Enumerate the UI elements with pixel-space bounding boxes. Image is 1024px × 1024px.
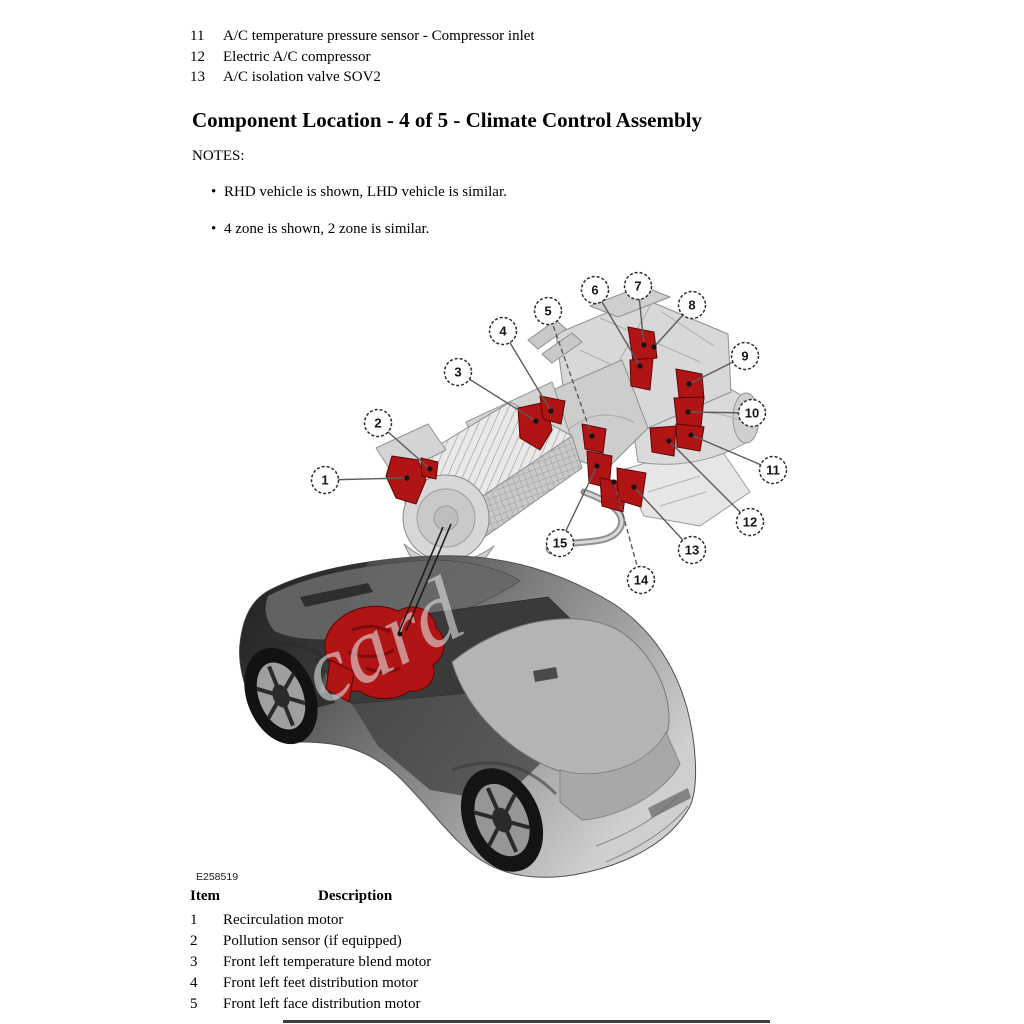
callout-4: 4 xyxy=(488,316,554,414)
callout-14: 14 xyxy=(611,479,656,595)
callout-6: 6 xyxy=(580,275,643,369)
callout-number: 11 xyxy=(766,463,780,478)
callout-number: 2 xyxy=(374,416,381,431)
item-number: 5 xyxy=(190,996,198,1012)
item-number: 4 xyxy=(190,975,198,991)
callout-number: 12 xyxy=(743,515,757,530)
callout-15: 15 xyxy=(545,463,600,558)
item-number: 11 xyxy=(190,28,205,44)
callout-8: 8 xyxy=(651,290,707,350)
component-table: Item Description 1 Recirculation motor 2 Po… xyxy=(190,886,431,1015)
item-description: Front left temperature blend motor xyxy=(223,954,432,970)
item-number: 1 xyxy=(190,912,198,928)
callout-number: 10 xyxy=(745,406,759,421)
callout-number: 13 xyxy=(685,543,699,558)
item-number: 3 xyxy=(190,954,198,970)
vehicle-illustration xyxy=(239,555,697,878)
callout-13: 13 xyxy=(631,484,707,565)
in-car-assembly-highlight xyxy=(324,605,445,699)
callout-number: 6 xyxy=(591,283,598,298)
callout-number: 8 xyxy=(688,298,695,313)
watermark-text: card xyxy=(285,557,479,723)
callout-number: 3 xyxy=(454,365,461,380)
callout-7: 7 xyxy=(623,271,653,348)
table-row: 3 Front left temperature blend motor xyxy=(190,952,431,973)
item-number: 13 xyxy=(190,69,205,86)
bullet-marker: • xyxy=(211,221,217,237)
figure-code: E258519 xyxy=(196,871,239,883)
item-description: Electric A/C compressor xyxy=(223,48,371,65)
callout-3: 3 xyxy=(443,357,539,424)
note-item: • 4 zone is shown, 2 zone is similar. xyxy=(211,219,507,239)
callout-number: 14 xyxy=(634,573,649,588)
callout-9: 9 xyxy=(686,341,760,387)
table-body: 1 Recirculation motor 2 Pollution sensor (i… xyxy=(190,910,431,1015)
list-item: 11 A/C temperature pressure sensor - Comp… xyxy=(190,26,535,47)
table-row: 1 Recirculation motor xyxy=(190,910,431,931)
item-number: 12 xyxy=(190,48,205,65)
assembly-to-car-leaders xyxy=(397,523,452,637)
table-row: 4 Front left feet distribution motor xyxy=(190,973,431,994)
notes-list: • RHD vehicle is shown, LHD vehicle is si… xyxy=(211,182,507,256)
callout-number: 5 xyxy=(544,304,551,319)
callout-10: 10 xyxy=(685,398,767,428)
callout-number: 4 xyxy=(499,324,507,339)
table-header-row: Item Description xyxy=(190,886,431,907)
component-list-continued: 11 A/C temperature pressure sensor - Comp… xyxy=(190,26,535,88)
item-number: 2 xyxy=(190,933,198,949)
note-item: • RHD vehicle is shown, LHD vehicle is si… xyxy=(211,182,507,202)
callout-number: 7 xyxy=(634,279,641,294)
list-item: 12 Electric A/C compressor xyxy=(190,47,535,68)
item-description: A/C isolation valve SOV2 xyxy=(223,69,381,86)
list-item: 13 A/C isolation valve SOV2 xyxy=(190,67,535,88)
bottom-bar xyxy=(283,1020,770,1023)
callout-2: 2 xyxy=(363,408,433,472)
highlighted-components xyxy=(385,326,705,513)
callout-number: 15 xyxy=(553,536,567,551)
item-description: A/C temperature pressure sensor - Compre… xyxy=(223,28,535,44)
callout-5: 5 xyxy=(533,296,595,439)
note-text: RHD vehicle is shown, LHD vehicle is sim… xyxy=(224,184,507,200)
item-description: Front left face distribution motor xyxy=(223,996,421,1012)
notes-label: NOTES: xyxy=(192,148,245,164)
hvac-assembly-illustration xyxy=(375,285,760,573)
item-description: Pollution sensor (if equipped) xyxy=(223,933,402,949)
front-wheel xyxy=(244,647,318,745)
item-description: Recirculation motor xyxy=(223,912,344,928)
table-header-description: Description xyxy=(318,888,393,904)
note-text: 4 zone is shown, 2 zone is similar. xyxy=(224,221,430,237)
callout-11: 11 xyxy=(688,432,788,485)
callout-number: 1 xyxy=(321,473,328,488)
table-header-item: Item xyxy=(190,888,220,904)
table-row: 2 Pollution sensor (if equipped) xyxy=(190,931,431,952)
table-row: 5 Front left face distribution motor xyxy=(190,994,431,1015)
callout-1: 1 xyxy=(310,465,410,495)
callout-12: 12 xyxy=(666,438,765,537)
item-description: Front left feet distribution motor xyxy=(223,975,418,991)
rear-wheel xyxy=(460,768,544,872)
callout-number: 9 xyxy=(741,349,748,364)
bullet-marker: • xyxy=(211,184,217,200)
page-title: Component Location - 4 of 5 - Climate Co… xyxy=(192,108,703,132)
